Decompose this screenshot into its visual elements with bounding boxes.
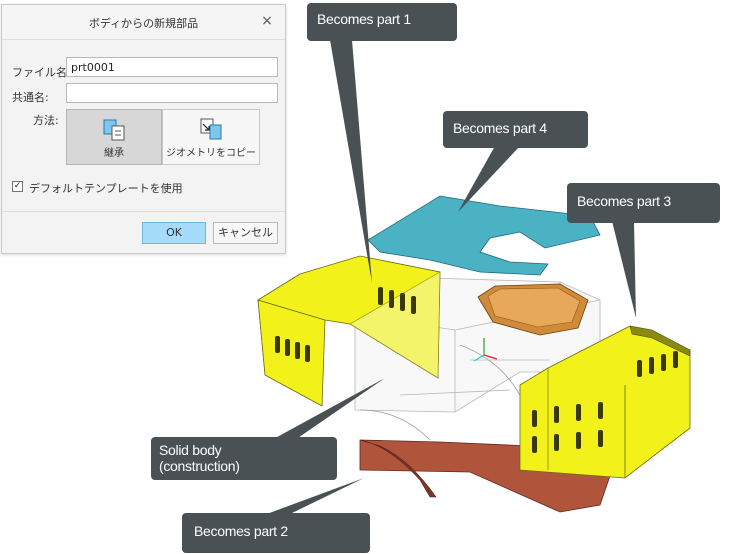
default-template-label: デフォルトテンプレートを使用 [29, 182, 183, 195]
inherit-icon [103, 119, 125, 141]
dialog-divider [2, 211, 285, 212]
common-name-label: 共通名: [12, 91, 49, 104]
callout-part-1-text: Becomes part 1 [317, 11, 411, 27]
dialog-titlebar: ボディからの新規部品 × [2, 5, 285, 40]
inherit-method-button[interactable]: 継承 [66, 109, 162, 165]
callout-part-1: Becomes part 1 [307, 3, 457, 41]
copy-geometry-icon [200, 118, 222, 140]
coordinate-triad-icon [473, 338, 498, 362]
callout-part-4-text: Becomes part 4 [453, 120, 547, 136]
inherit-method-label: 継承 [104, 148, 124, 159]
filename-input[interactable] [66, 57, 278, 77]
orange-tray [477, 283, 589, 336]
close-icon[interactable]: × [261, 13, 273, 29]
callout-part-3: Becomes part 3 [567, 183, 720, 223]
ok-button[interactable]: OK [142, 222, 206, 244]
callout-part-3-text: Becomes part 3 [577, 193, 671, 209]
copy-geometry-method-label: ジオメトリをコピー [166, 148, 256, 159]
default-template-checkbox[interactable]: ✓ [12, 181, 23, 192]
callout-solid-body: Solid body (construction) [151, 437, 337, 480]
common-name-input[interactable] [66, 83, 278, 103]
callout-solid-body-line2: (construction) [159, 458, 240, 474]
callout-pointers [264, 40, 636, 515]
dialog-title: ボディからの新規部品 [88, 17, 199, 30]
new-part-from-body-dialog: ボディからの新規部品 × ファイル名: 共通名: 方法: 継承 ジオメトリをコピ… [1, 4, 286, 254]
method-label: 方法: [33, 114, 59, 127]
callout-part-4: Becomes part 4 [443, 111, 588, 148]
callout-part-2: Becomes part 2 [182, 513, 370, 553]
callout-solid-body-line1: Solid body [159, 442, 222, 458]
filename-label: ファイル名: [12, 66, 71, 79]
copy-geometry-method-button[interactable]: ジオメトリをコピー [162, 109, 260, 165]
part-3-right-wall [519, 325, 691, 479]
callout-part-2-text: Becomes part 2 [194, 523, 288, 539]
part-4-top-panel [367, 195, 601, 276]
cancel-button[interactable]: キャンセル [213, 222, 278, 244]
part-1-left-wall [257, 255, 441, 407]
